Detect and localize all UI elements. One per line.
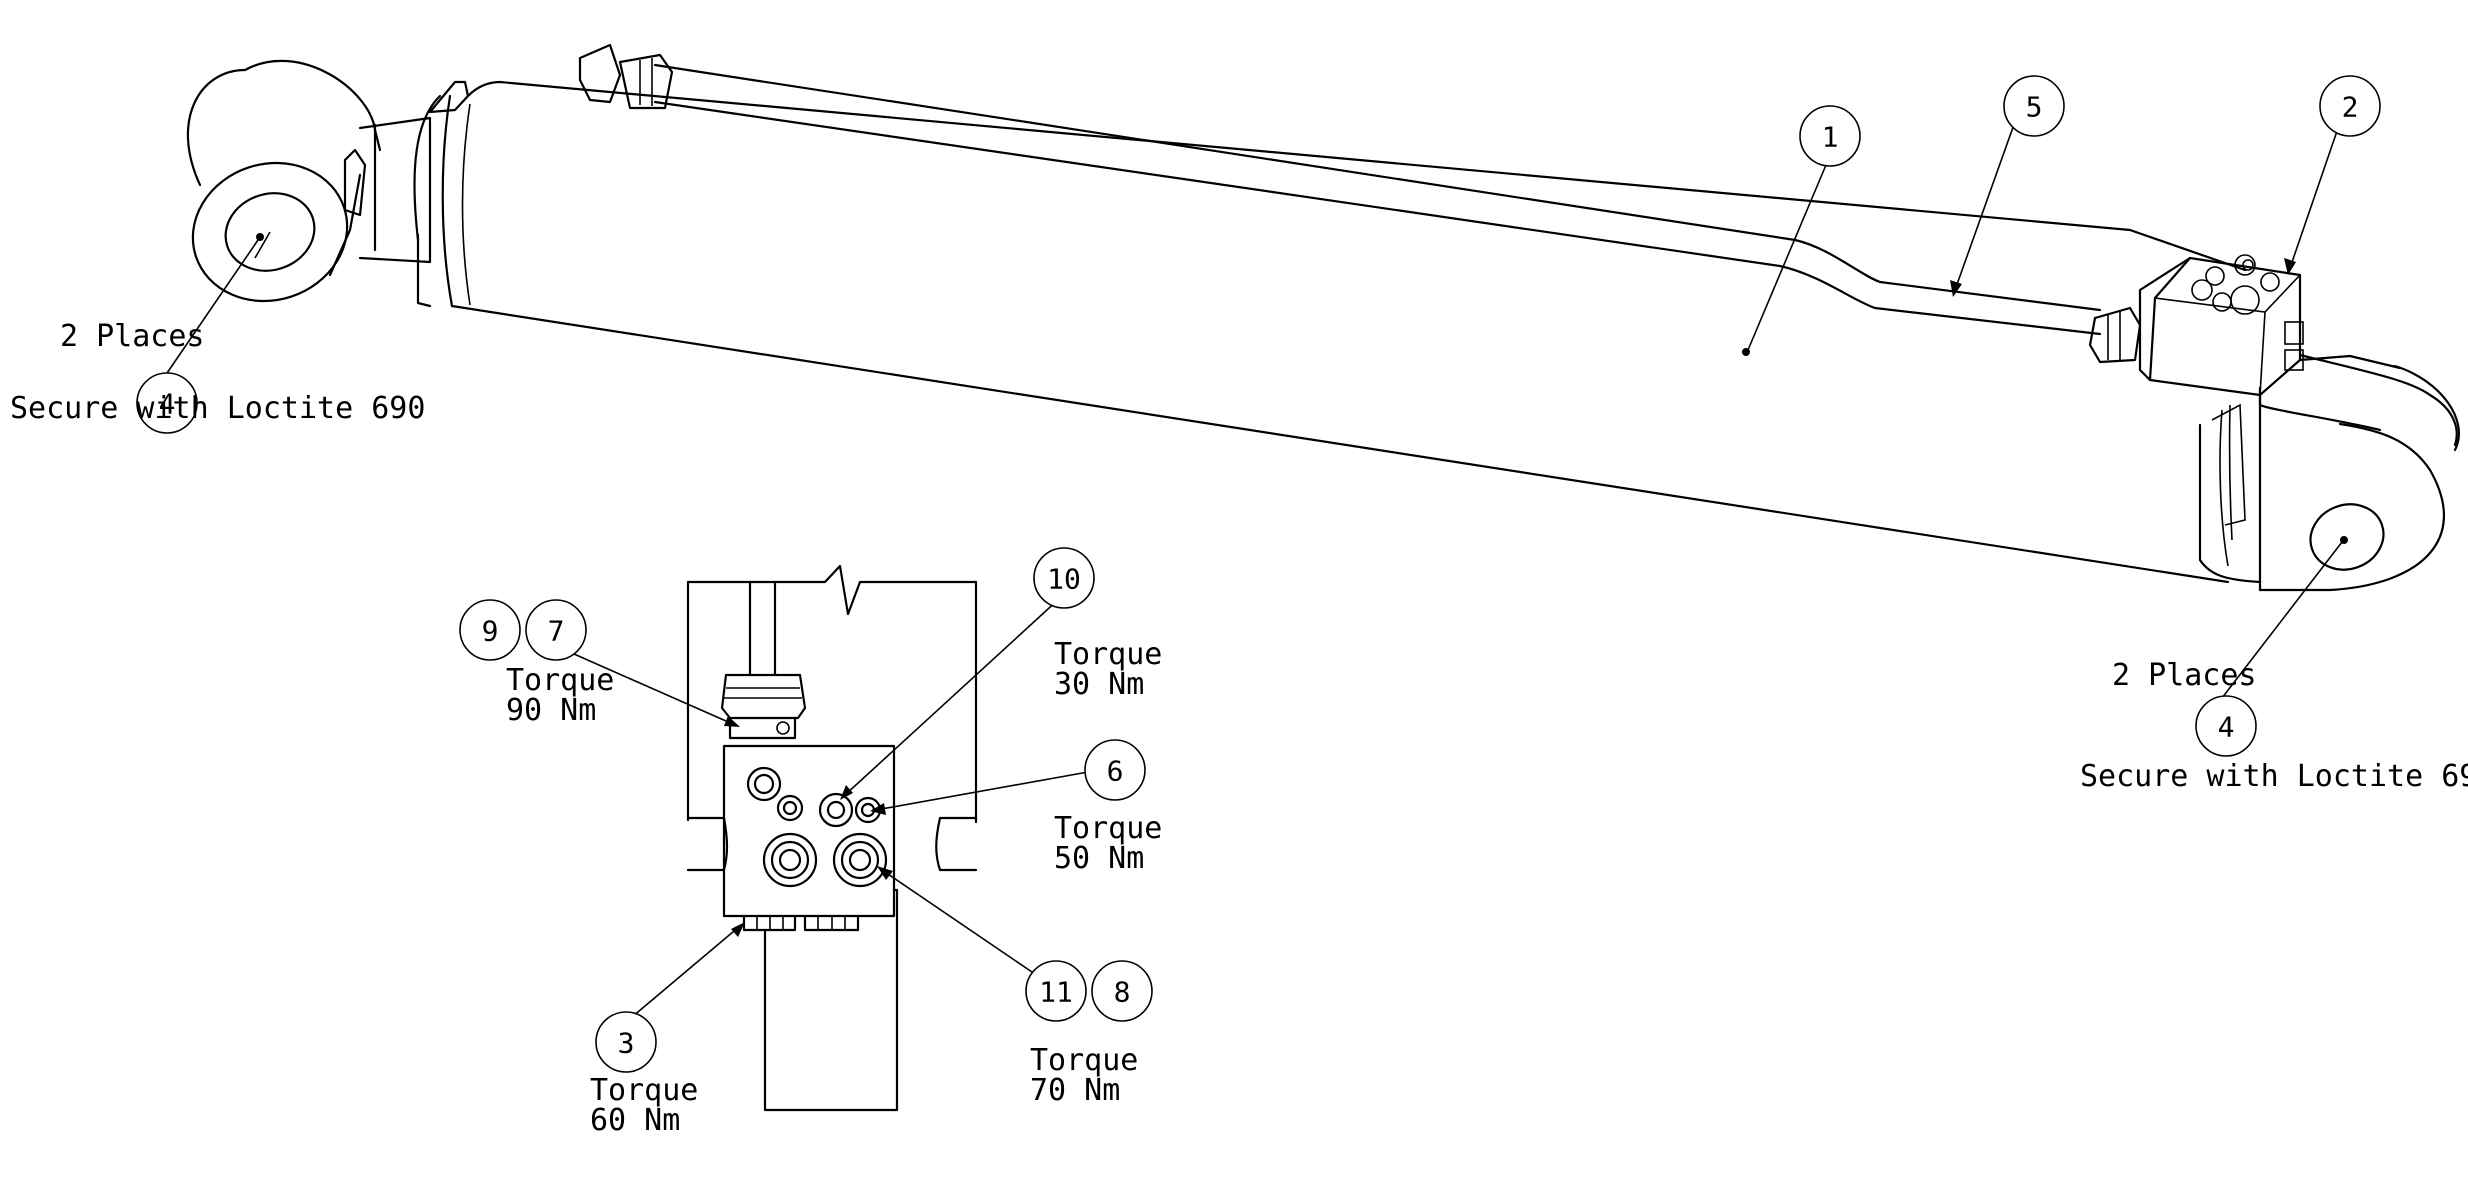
valve-block-iso (2138, 254, 2458, 447)
balloon-1: 1 (1799, 105, 1861, 167)
balloon-8: 8 (1091, 960, 1153, 1022)
note-2-places-left: 2 Places (60, 319, 205, 354)
note-2-places-right: 2 Places (2112, 658, 2257, 693)
balloon-2-label: 2 (2342, 91, 2359, 124)
balloon-7: 7 (525, 599, 587, 661)
balloon-5: 5 (2003, 75, 2065, 137)
balloon-8-label: 8 (1114, 976, 1131, 1009)
balloon-5-label: 5 (2026, 91, 2043, 124)
torque-label-11-8: Torque (1030, 1043, 1138, 1078)
balloon-7-label: 7 (548, 615, 565, 648)
balloon-6-label: 6 (1107, 755, 1124, 788)
torque-label-3: Torque (590, 1073, 698, 1108)
balloon-6: 6 (1084, 739, 1146, 801)
balloon-4-right-label: 4 (2218, 711, 2235, 744)
balloon-4-left: 4 (136, 372, 198, 434)
cylinder-isometric-view (186, 43, 2460, 592)
torque-label-9-7: Torque (506, 663, 614, 698)
torque-value-60: 60 Nm (590, 1103, 680, 1138)
balloon-4-right: 4 (2195, 695, 2257, 757)
balloon-2: 2 (2319, 75, 2381, 137)
balloon-4-left-label: 4 (159, 388, 176, 421)
left-rod-eye (186, 59, 382, 303)
balloon-3-label: 3 (618, 1027, 635, 1060)
torque-value-90: 90 Nm (506, 693, 596, 728)
cylinder-barrel (413, 80, 2262, 592)
torque-label-6: Torque (1054, 811, 1162, 846)
balloon-9: 9 (459, 599, 521, 661)
torque-value-70: 70 Nm (1030, 1073, 1120, 1108)
torque-label-30: Torque (1054, 637, 1162, 672)
right-base-eye (2258, 354, 2460, 592)
balloon-11: 11 (1025, 960, 1087, 1022)
leader-lines (164, 101, 2348, 1023)
torque-value-50: 50 Nm (1054, 841, 1144, 876)
balloon-11-label: 11 (1039, 976, 1073, 1009)
balloon-10-label: 10 (1047, 563, 1081, 596)
balloon-10: 10 (1033, 547, 1095, 609)
balloon-3: 3 (595, 1011, 657, 1073)
note-secure-loctite-left: Secure with Loctite 690 (10, 391, 425, 426)
torque-value-30: 30 Nm (1054, 667, 1144, 702)
hydraulic-pipe (578, 43, 2142, 364)
note-secure-loctite-right: Secure with Loctite 690 (2080, 759, 2468, 794)
valve-block-detail-view (686, 564, 978, 1112)
balloon-1-label: 1 (1822, 121, 1839, 154)
piston-rod-stub (358, 116, 432, 264)
balloon-9-label: 9 (482, 615, 499, 648)
